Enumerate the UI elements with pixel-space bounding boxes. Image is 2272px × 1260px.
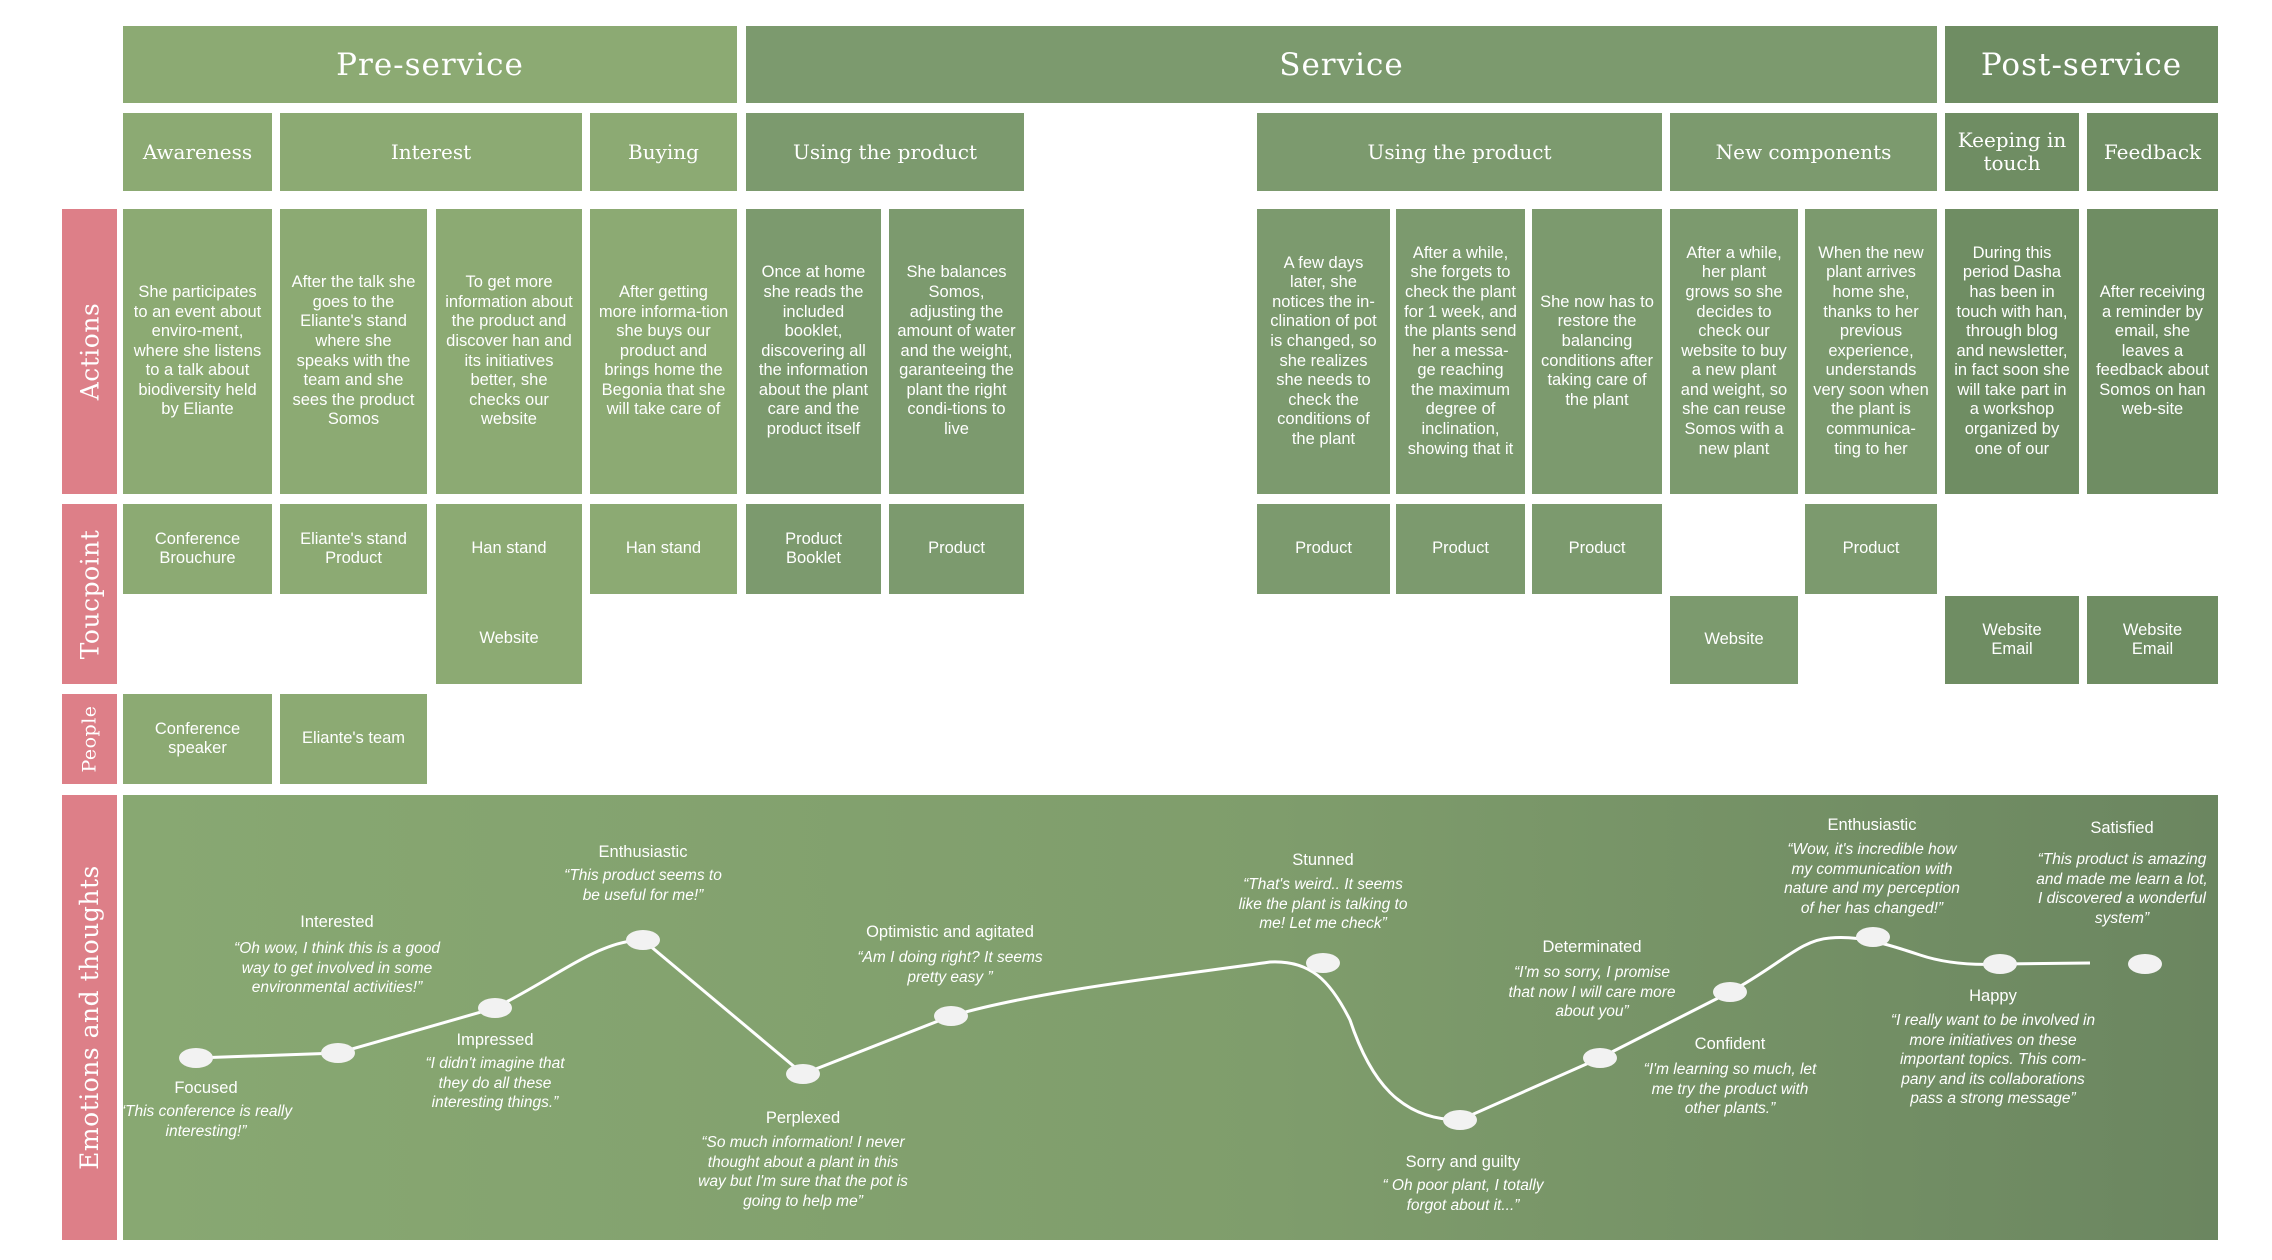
emotion-point [1983,954,2017,974]
emotion-label: Determinated [1542,938,1642,956]
touchpoint-product: Product [1257,504,1390,594]
emotion-point [934,1006,968,1026]
emotion-quote: “I'm learning so much, let me try the pr… [1643,1061,1817,1117]
emotion-confident: Confident “I'm learning so much, let me … [1640,1034,1820,1119]
emotion-label: Stunned [1292,851,1354,869]
emotion-point [1443,1110,1477,1130]
action-card: She balances Somos, adjusting the amount… [889,209,1024,494]
emotion-label: Confident [1694,1035,1766,1053]
stage-using-product-1: Using the product [746,113,1024,191]
action-card: After a while, she forgets to check the … [1396,209,1525,494]
emotion-focused: Focused “This conference is really inter… [116,1078,296,1141]
row-label-people: People [62,694,117,784]
touchpoint-website: Website [1670,596,1798,684]
touchpoint-product: Product [889,504,1024,594]
action-card: After receiving a reminder by email, she… [2087,209,2218,494]
row-label-touchpoint: Toucpoint [62,504,117,684]
emotion-label: Perplexed [765,1109,841,1127]
emotion-quote: “Oh wow, I think this is a good way to g… [234,940,440,996]
action-card: After getting more informa-tion she buys… [590,209,737,494]
stage-feedback: Feedback [2087,113,2218,191]
emotion-optimistic: Optimistic and agitated “Am I doing righ… [850,922,1050,987]
phase-post-service: Post-service [1945,26,2218,103]
emotion-point [478,998,512,1018]
action-card: To get more information about the produc… [436,209,582,494]
emotion-label: Focused [174,1079,238,1097]
emotion-quote: “This conference is really interesting!” [119,1103,293,1140]
action-card: After the talk she goes to the Eliante's… [280,209,427,494]
emotion-determinated: Determinated “I'm so sorry, I promise th… [1502,937,1682,1022]
emotion-quote: “Wow, it's incredible how my communicati… [1784,841,1960,917]
emotion-quote: “Am I doing right? It seems pretty easy … [857,949,1043,986]
emotion-quote: “This product is amazing and made me lea… [2036,851,2208,927]
touchpoint-product: Product [1532,504,1662,594]
emotion-point [1856,927,1890,947]
stage-interest: Interest [280,113,582,191]
emotions-panel [123,795,2218,1240]
action-card: Once at home she reads the included book… [746,209,881,494]
action-card: She now has to restore the balancing con… [1532,209,1662,494]
emotion-point [1583,1048,1617,1068]
touchpoint-han-stand: Han stand [436,504,582,594]
emotion-happy: Happy “I really want to be involved in m… [1888,986,2098,1109]
emotion-perplexed: Perplexed “So much information! I never … [693,1108,913,1211]
emotion-interested: Interested “Oh wow, I think this is a go… [226,912,448,998]
emotion-enthusiastic-2: Enthusiastic “Wow, it's incredible how m… [1777,815,1967,918]
emotion-quote: “So much information! I never thought ab… [698,1134,908,1210]
emotion-point [2128,954,2162,974]
emotion-point [626,930,660,950]
stage-buying: Buying [590,113,737,191]
people-eliante-team: Eliante's team [280,694,427,784]
stage-using-product-2: Using the product [1257,113,1662,191]
touchpoint-website-email: Website Email [1945,596,2079,684]
emotion-point [1713,982,1747,1002]
emotion-enthusiastic: Enthusiastic “This product seems to be u… [558,842,728,905]
action-card: After a while, her plant grows so she de… [1670,209,1798,494]
emotion-label: Sorry and guilty [1405,1153,1521,1171]
emotion-point [179,1048,213,1068]
emotion-label: Happy [1969,987,2017,1005]
action-card: She participates to an event about envir… [123,209,272,494]
action-card: A few days later, she notices the in-cli… [1257,209,1390,494]
touchpoint-product-booklet: Product Booklet [746,504,881,594]
action-card: When the new plant arrives home she, tha… [1805,209,1937,494]
touchpoint-conference-brochure: Conference Brouchure [123,504,272,594]
touchpoint-eliante-stand: Eliante's stand Product [280,504,427,594]
touchpoint-website-email: Website Email [2087,596,2218,684]
emotion-label: Optimistic and agitated [866,923,1034,941]
row-label-actions: Actions [62,209,117,494]
emotion-quote: “I really want to be involved in more in… [1890,1012,2096,1107]
touchpoint-product: Product [1396,504,1525,594]
emotion-point [786,1064,820,1084]
row-label-emotions: Emotions and thoughts [62,795,117,1240]
emotion-stunned: Stunned “That's weird.. It seems like th… [1238,850,1408,934]
emotion-label: Impressed [456,1031,534,1049]
emotion-label: Satisfied [2090,819,2154,837]
stage-awareness: Awareness [123,113,272,191]
emotion-point [321,1043,355,1063]
emotion-quote: “ Oh poor plant, I totally forgot about … [1382,1177,1544,1214]
emotion-satisfied: Satisfied “This product is amazing and m… [2032,818,2212,928]
emotion-label: Enthusiastic [1827,816,1917,834]
emotion-quote: “I didn't imagine that they do all these… [425,1055,565,1111]
stage-new-components: New components [1670,113,1937,191]
emotion-point [1306,953,1340,973]
emotion-label: Enthusiastic [598,843,688,861]
emotion-quote: “That's weird.. It seems like the plant … [1238,876,1408,932]
phase-service: Service [746,26,1937,103]
emotion-quote: “This product seems to be useful for me!… [564,867,722,904]
action-card: During this period Dasha has been in tou… [1945,209,2079,494]
touchpoint-product: Product [1805,504,1937,594]
phase-pre-service: Pre-service [123,26,737,103]
emotion-quote: “I'm so sorry, I promise that now I will… [1508,964,1676,1020]
people-conference-speaker: Conference speaker [123,694,272,784]
touchpoint-website: Website [436,594,582,684]
emotion-label: Interested [300,913,374,931]
emotion-impressed: Impressed “I didn't imagine that they do… [410,1030,580,1113]
touchpoint-han-stand: Han stand [590,504,737,594]
stage-keeping-in-touch: Keeping in touch [1945,113,2079,191]
emotion-sorry-guilty: Sorry and guilty “ Oh poor plant, I tota… [1368,1152,1558,1215]
